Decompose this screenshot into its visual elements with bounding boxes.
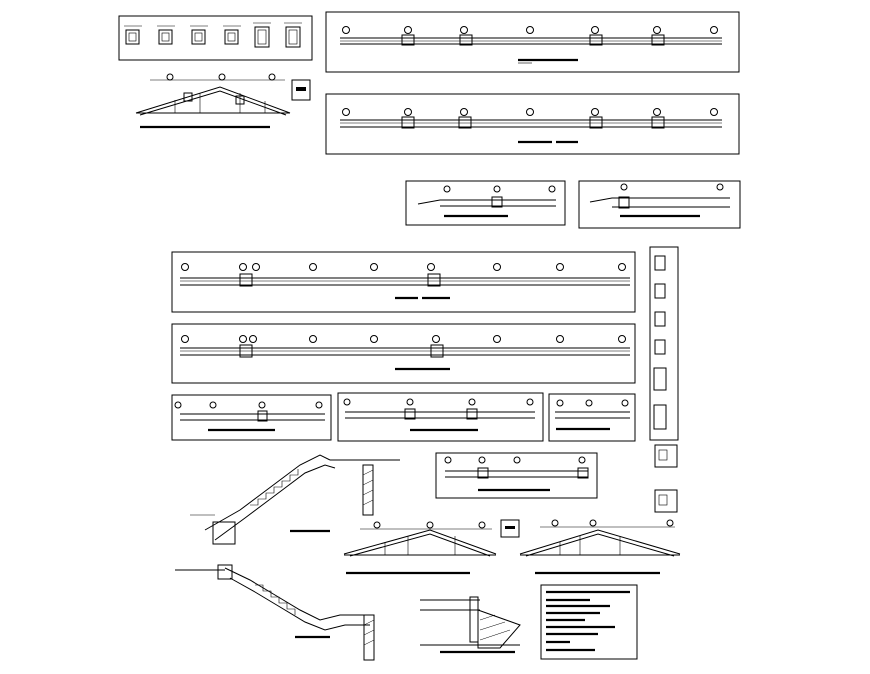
truss-top-drawing — [135, 73, 311, 129]
grid-bubble — [249, 335, 257, 343]
section-detail — [157, 25, 175, 45]
grid-bubble — [578, 456, 586, 464]
beam-elevation-a-panel — [325, 11, 740, 73]
grid-bubble — [404, 108, 412, 116]
grid-bubble — [427, 263, 435, 271]
grid-bubble — [342, 26, 350, 34]
grid-bubble — [239, 335, 247, 343]
grid-bubble — [548, 185, 556, 193]
grid-bubble — [404, 26, 412, 34]
grid-bubble — [556, 263, 564, 271]
grid-bubble — [478, 456, 486, 464]
grid-bubble — [716, 183, 724, 191]
grid-bubble — [653, 26, 661, 34]
beam-small-g-panel — [548, 393, 636, 442]
footing-detail-drawing — [420, 596, 521, 654]
grid-bubble — [174, 401, 182, 409]
section-detail — [124, 25, 142, 45]
section-detail — [253, 22, 271, 48]
notes-table — [540, 584, 638, 660]
grid-bubble — [209, 401, 217, 409]
grid-bubble — [551, 519, 559, 527]
grid-bubble — [493, 185, 501, 193]
grid-bubble — [666, 519, 674, 527]
grid-bubble — [620, 183, 628, 191]
grid-bubble — [585, 399, 593, 407]
beam-elevation-b-panel — [325, 93, 740, 155]
stair-upper-drawing — [190, 454, 400, 545]
beam-short-b-panel — [578, 180, 741, 229]
beam-long-c-panel — [171, 251, 636, 313]
section-detail — [284, 22, 302, 48]
stair-lower-drawing — [175, 564, 375, 661]
grid-bubble — [444, 456, 452, 464]
grid-bubble — [526, 398, 534, 406]
grid-bubble — [443, 185, 451, 193]
grid-bubble — [218, 73, 226, 81]
beam-small-e-panel — [171, 394, 332, 441]
grid-bubble — [556, 335, 564, 343]
grid-bubble — [406, 398, 414, 406]
grid-bubble — [460, 26, 468, 34]
grid-bubble — [591, 108, 599, 116]
grid-bubble — [370, 263, 378, 271]
grid-bubble — [556, 399, 564, 407]
grid-bubble — [252, 263, 260, 271]
grid-bubble — [526, 108, 534, 116]
side-sections-panel — [649, 246, 679, 513]
grid-bubble — [373, 521, 381, 529]
grid-bubble — [710, 26, 718, 34]
grid-bubble — [653, 108, 661, 116]
beam-small-f-panel — [337, 392, 544, 442]
grid-bubble — [591, 26, 599, 34]
beam-small-h-panel — [435, 452, 598, 499]
grid-bubble — [166, 73, 174, 81]
grid-bubble — [468, 398, 476, 406]
grid-bubble — [181, 335, 189, 343]
grid-bubble — [426, 521, 434, 529]
grid-bubble — [493, 263, 501, 271]
grid-bubble — [343, 398, 351, 406]
grid-bubble — [460, 108, 468, 116]
grid-bubble — [309, 263, 317, 271]
truss-right-drawing — [519, 519, 681, 575]
grid-bubble — [589, 519, 597, 527]
grid-bubble — [268, 73, 276, 81]
grid-bubble — [315, 401, 323, 409]
grid-bubble — [432, 335, 440, 343]
section-detail — [223, 25, 241, 45]
column-sections-panel — [118, 15, 313, 61]
grid-bubble — [258, 401, 266, 409]
beam-long-d-panel — [171, 323, 636, 384]
grid-bubble — [513, 456, 521, 464]
grid-bubble — [493, 335, 501, 343]
beam-short-a-panel — [405, 180, 566, 226]
grid-bubble — [526, 26, 534, 34]
grid-bubble — [309, 335, 317, 343]
section-detail — [190, 25, 208, 45]
grid-bubble — [621, 399, 629, 407]
truss-mid-drawing — [343, 519, 520, 575]
grid-bubble — [181, 263, 189, 271]
grid-bubble — [342, 108, 350, 116]
grid-bubble — [618, 263, 626, 271]
grid-bubble — [618, 335, 626, 343]
grid-bubble — [710, 108, 718, 116]
grid-bubble — [370, 335, 378, 343]
grid-bubble — [239, 263, 247, 271]
grid-bubble — [478, 521, 486, 529]
